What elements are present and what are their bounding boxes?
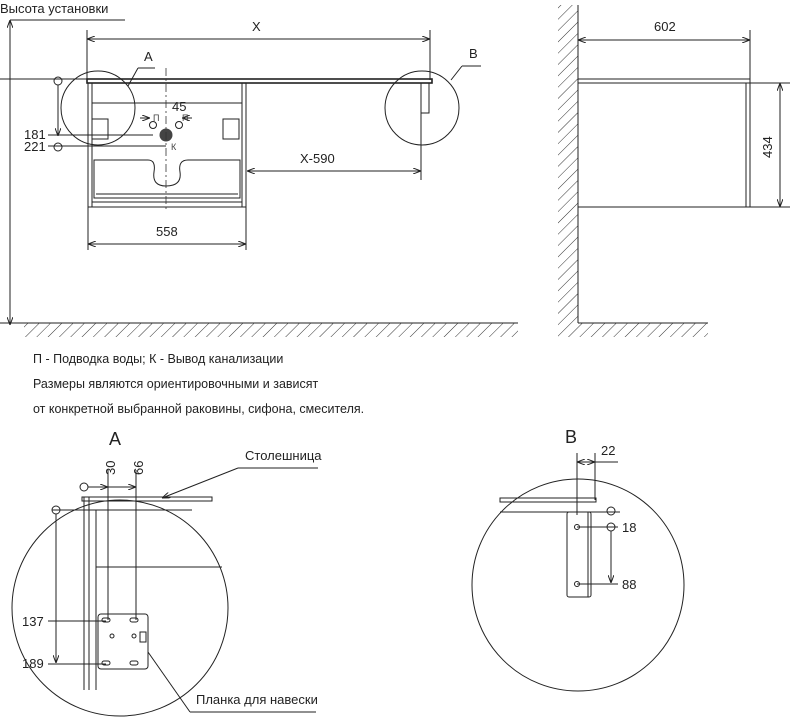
bracket-tab xyxy=(139,631,147,643)
water-mark-left: П xyxy=(153,113,159,123)
side-view: 602 434 xyxy=(558,5,790,337)
ref-point-bottom xyxy=(53,142,63,152)
detail-b-title: B xyxy=(565,427,577,447)
countertop-leader xyxy=(162,467,239,498)
detail-a-ref-top xyxy=(79,482,89,492)
detail-a-circle xyxy=(11,499,229,717)
bracket-label: Планка для навески xyxy=(196,692,318,707)
bracket-slot-2 xyxy=(129,617,139,623)
wall-hatch xyxy=(558,5,578,323)
bracket-right xyxy=(222,118,240,140)
detail-b-countertop xyxy=(499,497,597,503)
dim-22-label: 22 xyxy=(601,443,615,458)
callout-a-label: A xyxy=(144,49,153,64)
drain-mark: К xyxy=(171,142,177,152)
callout-b-circle xyxy=(384,70,460,146)
dim-181-label: 181 xyxy=(24,127,46,142)
detail-a: A 30 66 137 189 Столешница Планка дл xyxy=(11,429,322,717)
detail-a-countertop xyxy=(81,496,213,502)
x-label: X xyxy=(252,19,261,34)
bracket-hole-1 xyxy=(109,633,115,639)
side-cabinet xyxy=(577,82,751,208)
side-floor-hatch xyxy=(558,323,708,337)
bracket-left xyxy=(91,118,109,140)
countertop-label: Столешница xyxy=(245,448,322,463)
drawer xyxy=(93,159,241,199)
dim-18-label: 18 xyxy=(622,520,636,535)
callout-a-circle xyxy=(60,70,136,146)
dim-88-label: 88 xyxy=(622,577,636,592)
width-558-label: 558 xyxy=(156,224,178,239)
dim-45-label: 45 xyxy=(172,99,186,114)
callout-b-leader xyxy=(450,65,463,81)
dim-221-label: 221 xyxy=(24,139,46,154)
bracket-leader xyxy=(147,651,191,713)
dim-137-label: 137 xyxy=(22,614,44,629)
water-inlet-left xyxy=(149,121,157,129)
install-height-label: Высота установки xyxy=(0,1,108,16)
dim-66-label: 66 xyxy=(131,461,146,475)
detail-a-title: A xyxy=(109,429,121,449)
detail-b-circle xyxy=(471,478,685,692)
detail-b: B 22 18 88 xyxy=(471,427,685,692)
bracket-slot-4 xyxy=(129,660,139,666)
x590-label: X-590 xyxy=(300,151,335,166)
floor-hatch xyxy=(24,323,518,337)
height-434-label: 434 xyxy=(760,136,775,158)
front-view: 45 П П К 181 221 A B X-590 558 X Высота … xyxy=(0,1,518,337)
bracket-slot-1 xyxy=(101,617,111,623)
water-mark-right: П xyxy=(182,113,188,123)
note-disclaimer-1: Размеры являются ориентировочными и зави… xyxy=(33,377,319,391)
side-countertop xyxy=(577,78,751,84)
water-inlet-right xyxy=(175,121,183,129)
bracket-hole-2 xyxy=(131,633,137,639)
bracket-slot-3 xyxy=(101,660,111,666)
wall-bracket xyxy=(566,511,592,598)
note-disclaimer-2: от конкретной выбранной раковины, сифона… xyxy=(33,402,365,416)
depth-602-label: 602 xyxy=(654,19,676,34)
cabinet-body xyxy=(87,82,247,208)
callout-a-leader xyxy=(127,67,139,87)
countertop xyxy=(86,78,433,84)
dim-189-label: 189 xyxy=(22,656,44,671)
dim-30-label: 30 xyxy=(103,461,118,475)
wall-bracket-b xyxy=(420,82,430,114)
hanging-bracket xyxy=(97,613,149,670)
ref-point-top xyxy=(53,76,63,86)
callout-b-label: B xyxy=(469,46,478,61)
detail-b-ref-top xyxy=(606,506,616,516)
note-legend: П - Подводка воды; К - Вывод канализации xyxy=(33,352,284,366)
